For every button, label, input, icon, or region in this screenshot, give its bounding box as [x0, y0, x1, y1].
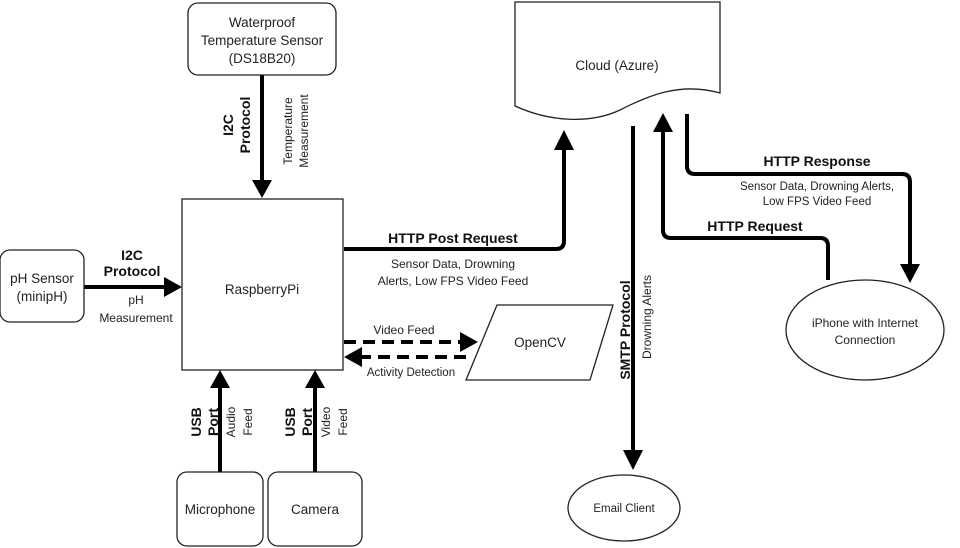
node-box [514, 1, 721, 121]
edge-label-camera-protocol: USB Port [282, 407, 315, 437]
arrowhead-icon [653, 113, 673, 132]
edge-temp-to-pi [252, 75, 272, 198]
edge-label-drowning-alerts: Drowning Alerts [640, 275, 654, 359]
edge-pi-to-cloud [344, 130, 574, 251]
edge-label-http-response-payload-line: Sensor Data, Drowning Alerts, [740, 181, 894, 193]
node-box [785, 279, 945, 381]
node-label: RaspberryPi [225, 282, 299, 297]
node-box [465, 304, 614, 381]
arrowhead-icon [344, 347, 362, 367]
node-camera[interactable]: Camera [267, 471, 363, 547]
node-iphone[interactable]: iPhone with Internet Connection [785, 279, 945, 381]
edge-label-line: Drowning Alerts [640, 275, 654, 359]
edge-label-mic-protocol: USB Port [188, 407, 221, 437]
edge-label-line: Port [205, 408, 221, 436]
node-label-line: Connection [835, 333, 896, 347]
edge-label-line: I2C [220, 114, 236, 136]
edge-label-http-request: HTTP Request [707, 218, 803, 234]
edge-label-http-response: HTTP Response [763, 153, 870, 169]
node-ph-sensor[interactable]: pH Sensor (minipH) [0, 249, 85, 323]
edge-label-line: Video [319, 406, 333, 437]
edge-mic-to-pi [210, 370, 230, 472]
edge-label-http-post: HTTP Post Request [388, 230, 518, 246]
edge-label-line: Measurement [297, 94, 311, 168]
edge-label-line: Feed [241, 408, 255, 435]
arrowhead-icon [305, 370, 325, 388]
node-label: Microphone [185, 502, 256, 517]
edge-label-camera-payload: Video Feed [319, 406, 350, 437]
edge-line [685, 114, 912, 266]
node-box [267, 471, 363, 547]
edge-label-line: Temperature [281, 97, 295, 165]
edge-label-line: Protocol [237, 97, 253, 154]
edge-label-http-post-payload-line: Alerts, Low FPS Video Feed [378, 274, 529, 288]
edge-label-smtp: SMTP Protocol [617, 280, 633, 379]
arrowhead-icon [554, 130, 574, 150]
node-box [0, 249, 85, 323]
node-box [176, 471, 264, 547]
edge-label-line: USB [188, 407, 204, 437]
node-label: OpenCV [514, 335, 566, 350]
edge-label-ph-payload-line: Measurement [99, 311, 173, 325]
edge-iphone-to-cloud [653, 113, 830, 280]
node-label-line: Waterproof [229, 15, 296, 30]
edge-label-line: Audio [224, 406, 238, 437]
arrowhead-icon [900, 264, 920, 283]
arrowhead-icon [164, 277, 182, 297]
node-label: Camera [291, 502, 340, 517]
edge-ph-to-pi [84, 277, 182, 297]
node-cloud-azure[interactable]: Cloud (Azure) [514, 1, 721, 121]
edge-cloud-to-email [623, 126, 643, 470]
edge-label-mic-payload: Audio Feed [224, 406, 255, 437]
edge-label-activity-detection: Activity Detection [367, 367, 455, 379]
node-label-line: Temperature Sensor [201, 33, 324, 48]
arrowhead-icon [460, 332, 478, 352]
edge-label-line: Port [299, 408, 315, 436]
node-email-client[interactable]: Email Client [567, 474, 681, 542]
node-raspberry-pi[interactable]: RaspberryPi [181, 198, 344, 371]
edge-label-temp-payload: Temperature Measurement [281, 94, 311, 168]
node-box [187, 2, 337, 76]
edge-label-temp-protocol: I2C Protocol [220, 97, 253, 154]
node-microphone[interactable]: Microphone [176, 471, 264, 547]
arrowhead-icon [623, 450, 643, 470]
edge-label-line: SMTP Protocol [617, 280, 633, 379]
edge-label-ph-protocol-line: Protocol [104, 263, 161, 279]
node-label-line: iPhone with Internet [812, 316, 919, 330]
edge-label-http-response-payload-line: Low FPS Video Feed [763, 196, 871, 208]
node-box [567, 474, 681, 542]
edge-pi-to-opencv [344, 332, 478, 352]
node-temperature-sensor[interactable]: Waterproof Temperature Sensor (DS18B20) [187, 2, 337, 76]
node-label-line: pH Sensor [10, 271, 74, 286]
arrowhead-icon [210, 370, 230, 388]
node-label-line: (minipH) [16, 289, 67, 304]
edge-camera-to-pi [305, 370, 325, 472]
edge-label-video-feed: Video Feed [373, 323, 434, 337]
arrowhead-icon [252, 180, 272, 198]
node-opencv[interactable]: OpenCV [465, 304, 614, 381]
node-label: Cloud (Azure) [575, 58, 658, 73]
edge-label-http-post-payload-line: Sensor Data, Drowning [391, 257, 515, 271]
edge-opencv-to-pi [344, 347, 466, 367]
edge-label-line: Feed [336, 408, 350, 435]
edge-label-ph-payload-line: pH [128, 293, 143, 307]
edge-line [344, 148, 566, 251]
node-label: Email Client [593, 503, 655, 515]
edge-label-line: USB [282, 407, 298, 437]
edge-cloud-to-iphone [685, 114, 920, 283]
node-label-line: (DS18B20) [229, 51, 296, 66]
node-box [181, 198, 344, 371]
edge-line [661, 130, 830, 280]
edge-label-ph-protocol-line: I2C [121, 247, 143, 263]
